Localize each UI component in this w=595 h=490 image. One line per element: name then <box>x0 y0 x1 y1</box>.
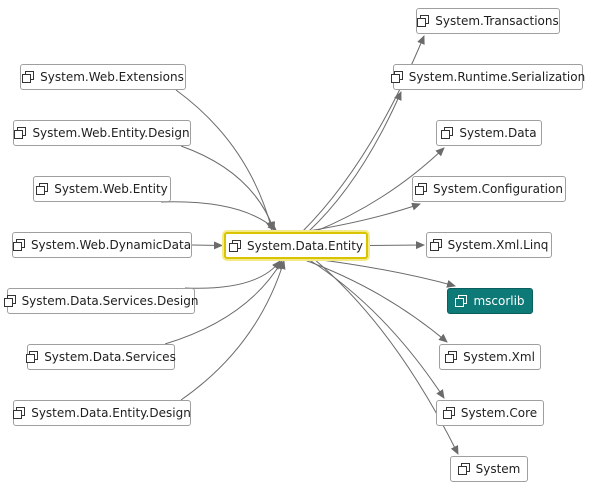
node-transactions[interactable]: System.Transactions <box>416 8 560 34</box>
node-label: mscorlib <box>473 294 525 308</box>
node-data-services-design[interactable]: System.Data.Services.Design <box>3 288 198 314</box>
node-configuration[interactable]: System.Configuration <box>412 176 566 202</box>
node-data-services[interactable]: System.Data.Services <box>26 344 176 370</box>
assembly-icon <box>442 407 455 419</box>
node-label: System.Data.Services <box>44 350 176 364</box>
assembly-icon <box>441 127 454 139</box>
node-label: System.Data.Entity.Design <box>31 406 191 420</box>
edge-xml <box>301 258 448 343</box>
assembly-icon <box>22 71 35 83</box>
node-label: System.Data <box>459 126 537 140</box>
node-runtime-serialization[interactable]: System.Runtime.Serialization <box>390 64 586 90</box>
node-system[interactable]: System <box>450 456 528 482</box>
node-label: System.Data.Entity <box>246 238 364 253</box>
node-web-dynamicdata[interactable]: System.Web.DynamicData <box>12 232 192 258</box>
assembly-icon <box>13 407 26 419</box>
edge-runtime-serialization <box>307 91 402 233</box>
assembly-icon <box>429 239 442 251</box>
node-label: System.Web.DynamicData <box>30 238 192 252</box>
edge-web-entity-design <box>180 145 276 231</box>
node-xml[interactable]: System.Xml <box>439 344 541 370</box>
assembly-icon <box>445 351 458 363</box>
node-web-entity-design[interactable]: System.Web.Entity.Design <box>13 120 191 146</box>
assembly-icon <box>36 183 49 195</box>
assembly-icon <box>415 183 428 195</box>
assembly-icon <box>455 295 468 307</box>
node-xml-linq[interactable]: System.Xml.Linq <box>426 232 552 258</box>
node-web-entity[interactable]: System.Web.Entity <box>33 176 171 202</box>
node-label: System.Data.Services.Design <box>21 294 199 308</box>
assembly-icon <box>228 239 241 252</box>
edge-web-entity <box>160 201 277 231</box>
node-label: System <box>475 462 521 476</box>
node-label: System.Configuration <box>433 182 563 196</box>
node-label: System.Web.Extensions <box>40 70 184 84</box>
edge-web-extensions <box>175 89 274 231</box>
node-label: System.Xml <box>463 350 535 364</box>
assembly-icon <box>390 71 403 83</box>
node-mscorlib[interactable]: mscorlib <box>447 288 533 314</box>
node-data-entity-design[interactable]: System.Data.Entity.Design <box>13 400 191 426</box>
node-label: System.Web.Entity.Design <box>32 126 190 140</box>
assembly-icon <box>12 239 25 251</box>
edge-core <box>307 258 445 399</box>
edge-data <box>313 147 445 233</box>
node-core[interactable]: System.Core <box>436 400 544 426</box>
assembly-icon <box>14 127 27 139</box>
assembly-icon <box>417 15 430 27</box>
node-label: System.Core <box>460 406 538 420</box>
node-label: System.Xml.Linq <box>447 238 549 252</box>
edge-configuration <box>301 202 421 233</box>
assembly-icon <box>26 351 39 363</box>
edge-xml-linq <box>367 241 425 250</box>
edge-data-entity-design <box>180 260 286 401</box>
node-web-extensions[interactable]: System.Web.Extensions <box>20 64 186 90</box>
node-label: System.Runtime.Serialization <box>408 70 586 84</box>
edge-mscorlib <box>313 258 456 288</box>
node-data[interactable]: System.Data <box>436 120 542 146</box>
edge-data-services <box>164 260 283 345</box>
edge-web-dynamicdata <box>191 241 223 250</box>
node-label: System.Transactions <box>435 14 559 28</box>
assembly-icon <box>457 463 470 475</box>
assembly-icon <box>3 295 16 307</box>
center-node[interactable]: System.Data.Entity <box>224 232 368 259</box>
node-label: System.Web.Entity <box>54 182 168 196</box>
